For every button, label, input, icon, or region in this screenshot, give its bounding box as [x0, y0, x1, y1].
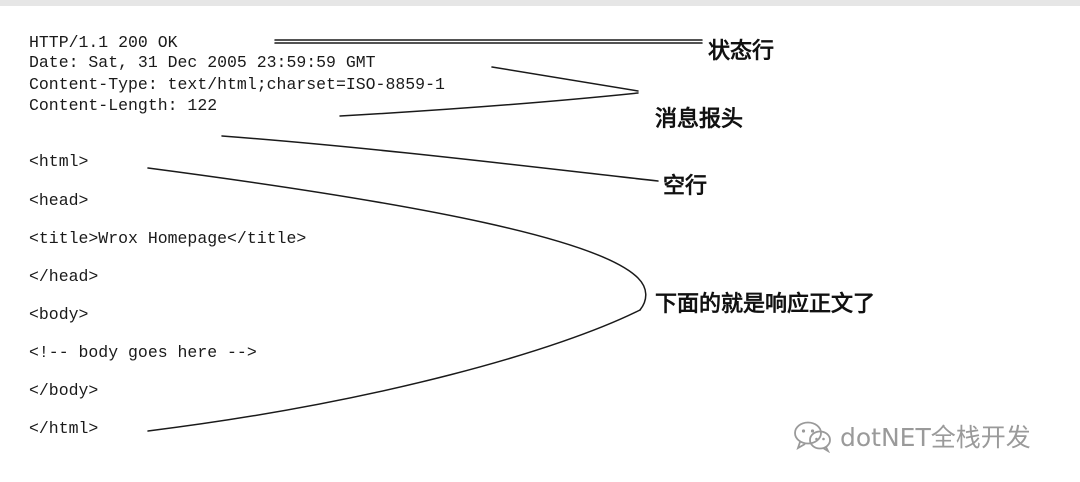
watermark-text: dotNET全栈开发 — [840, 423, 1031, 452]
body-connector-lower — [147, 309, 641, 432]
body-line-comment: <!-- body goes here --> — [29, 343, 257, 362]
body-line-html-open: <html> — [29, 152, 89, 171]
status-line-label: 状态行 — [708, 39, 775, 64]
blank-line-connector — [221, 135, 659, 182]
header-date-code: Date: Sat, 31 Dec 2005 23:59:59 GMT — [29, 53, 376, 72]
body-line-head-open: <head> — [29, 191, 89, 210]
body-connector-upper — [147, 167, 647, 311]
body-line-head-close: </head> — [29, 267, 99, 286]
headers-connector-lower — [339, 92, 639, 117]
body-line-title: <title>Wrox Homepage</title> — [29, 229, 307, 248]
body-line-html-close: </html> — [29, 419, 99, 438]
headers-connector-upper — [491, 66, 639, 92]
status-line-code: HTTP/1.1 200 OK — [29, 33, 178, 52]
top-border — [0, 0, 1080, 6]
header-content-type-code: Content-Type: text/html;charset=ISO-8859… — [29, 75, 445, 94]
headers-label: 消息报头 — [655, 107, 744, 132]
blank-line-label: 空行 — [663, 174, 708, 199]
wechat-icon — [794, 421, 831, 453]
body-label: 下面的就是响应正文了 — [655, 292, 876, 317]
body-line-body-close: </body> — [29, 381, 99, 400]
header-content-length-code: Content-Length: 122 — [29, 96, 218, 115]
watermark: dotNET全栈开发 — [792, 418, 1031, 454]
body-line-body-open: <body> — [29, 305, 89, 324]
